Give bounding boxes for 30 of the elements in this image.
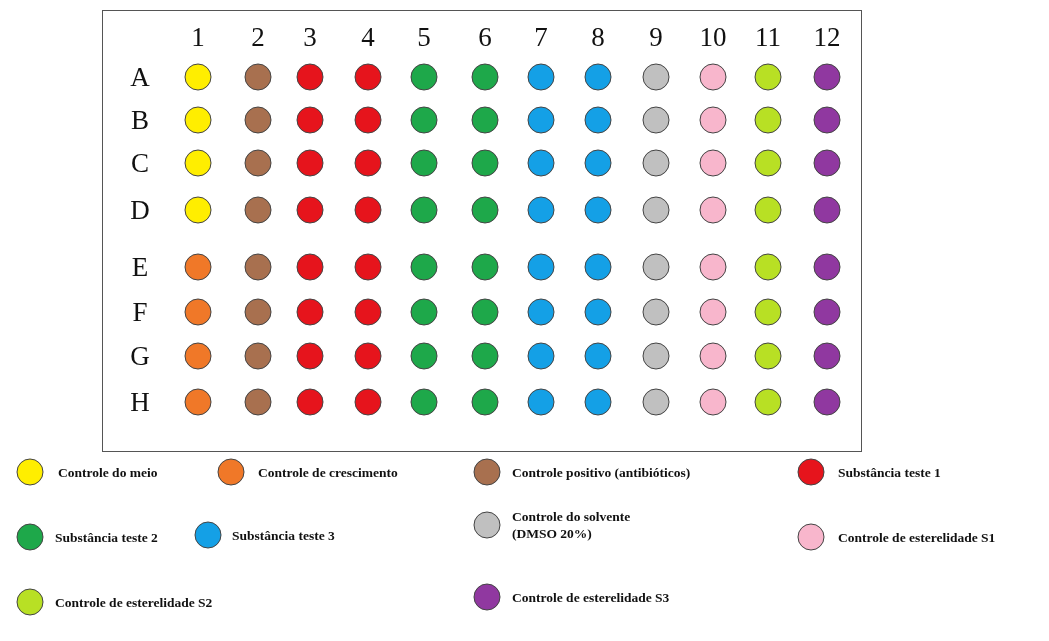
- legend-text: Controle do solvente (DMSO 20%): [512, 508, 632, 542]
- row-letter: E: [131, 253, 149, 281]
- row-letter: F: [132, 298, 148, 326]
- column-number: 2: [251, 23, 265, 51]
- column-number: 5: [417, 23, 431, 51]
- legend-text: Substância teste 1: [838, 463, 941, 481]
- legend-text: Controle positivo (antibióticos): [512, 463, 691, 481]
- column-number: 8: [591, 23, 605, 51]
- column-number: 1: [191, 23, 205, 51]
- legend-text: Controle de esterelidade S1: [838, 528, 996, 546]
- column-number: 12: [813, 23, 841, 51]
- row-letter: D: [130, 196, 150, 224]
- column-number: 4: [361, 23, 375, 51]
- legend-text: Substância teste 2: [55, 528, 158, 546]
- row-letter: B: [131, 106, 149, 134]
- row-letter: C: [131, 149, 149, 177]
- row-letter: H: [130, 388, 150, 416]
- column-number: 11: [755, 23, 781, 51]
- column-number: 10: [699, 23, 727, 51]
- column-number: 3: [303, 23, 317, 51]
- row-letter: A: [130, 63, 150, 91]
- row-letter: G: [130, 342, 150, 370]
- legend-text: Controle de esterelidade S3: [512, 588, 670, 606]
- column-number: 7: [534, 23, 548, 51]
- legend-text: Controle de crescimento: [258, 463, 398, 481]
- legend-text: Controle do meio: [58, 463, 158, 481]
- column-number: 9: [649, 23, 663, 51]
- legend-text: Substância teste 3: [232, 526, 335, 544]
- legend-text: Controle de esterelidade S2: [55, 593, 213, 611]
- column-number: 6: [478, 23, 492, 51]
